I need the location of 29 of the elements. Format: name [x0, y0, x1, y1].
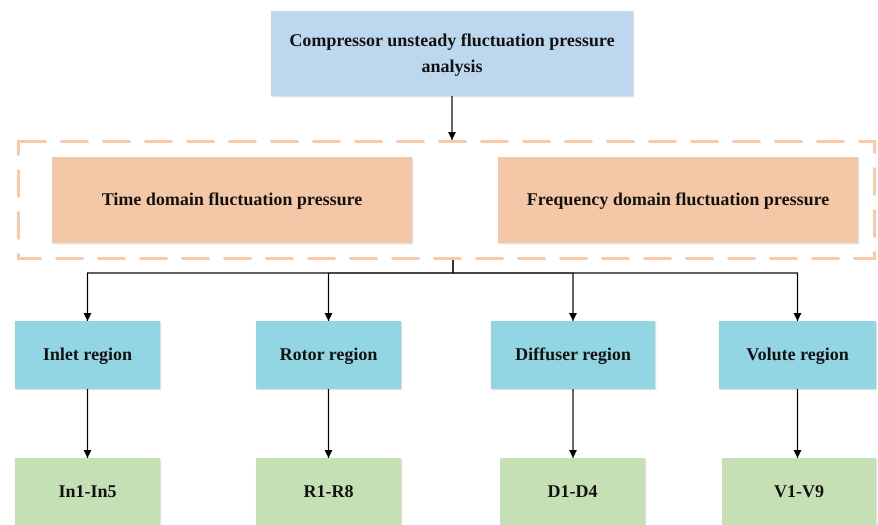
- probe-range-box: [500, 458, 645, 525]
- node-label: Frequency domain fluctuation pressure: [526, 188, 830, 212]
- node-label: In1-In5: [58, 480, 117, 503]
- probe-range-box: [722, 458, 876, 525]
- dashed-group-frame: [17, 140, 876, 260]
- node-label: Time domain fluctuation pressure: [102, 188, 362, 212]
- probe-range-box: [15, 458, 160, 525]
- node-label: Inlet region: [42, 343, 132, 366]
- arrow: [324, 389, 332, 458]
- node-label: Rotor region: [280, 343, 378, 366]
- arrow: [84, 389, 92, 458]
- node-label: R1-R8: [304, 480, 354, 503]
- region-box: [15, 321, 160, 389]
- arrow: [569, 389, 577, 458]
- node-label: D1-D4: [548, 480, 598, 503]
- probe-range-box: [256, 458, 401, 525]
- region-box: [719, 321, 876, 389]
- node-label: V1-V9: [774, 480, 824, 503]
- node-label: Compressor unsteady fluctuation pressure analysis: [288, 29, 616, 78]
- pressure-box: [52, 157, 412, 243]
- node-label: Volute region: [746, 343, 849, 366]
- region-box: [491, 321, 655, 389]
- arrow: [448, 96, 456, 140]
- region-box: [256, 321, 401, 389]
- arrow: [794, 389, 802, 458]
- pressure-box: [498, 157, 858, 243]
- arrow: [452, 260, 802, 321]
- analysis-box: [271, 11, 633, 96]
- node-label: Diffuser region: [515, 343, 631, 366]
